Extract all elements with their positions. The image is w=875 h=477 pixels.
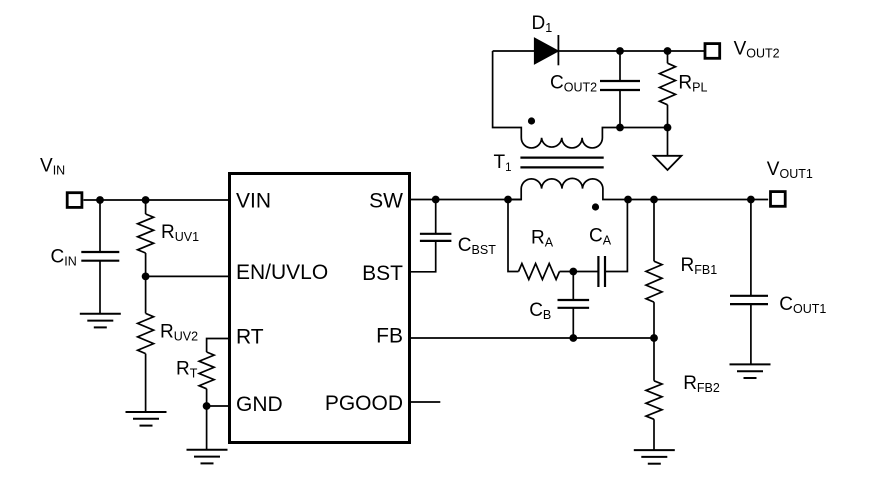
svg-text:GND: GND <box>236 393 283 416</box>
svg-text:RT: RT <box>176 359 198 381</box>
svg-text:RT: RT <box>236 326 264 349</box>
svg-text:SW: SW <box>369 190 403 213</box>
svg-text:CIN: CIN <box>51 247 77 269</box>
svg-text:RA: RA <box>531 227 554 249</box>
svg-text:BST: BST <box>362 262 403 285</box>
svg-text:CBST: CBST <box>458 235 496 257</box>
svg-text:D1: D1 <box>532 13 553 35</box>
svg-text:CA: CA <box>589 226 612 248</box>
svg-text:VOUT1: VOUT1 <box>767 159 813 181</box>
svg-text:RFB1: RFB1 <box>681 255 718 277</box>
svg-text:PGOOD: PGOOD <box>325 392 403 415</box>
svg-text:COUT1: COUT1 <box>779 294 826 316</box>
svg-text:CB: CB <box>529 300 551 322</box>
svg-text:VIN: VIN <box>236 190 271 213</box>
svg-text:VOUT2: VOUT2 <box>734 39 780 61</box>
svg-text:FB: FB <box>376 325 403 348</box>
svg-text:RFB2: RFB2 <box>683 373 720 395</box>
svg-text:RUV1: RUV1 <box>161 222 199 244</box>
svg-text:RUV2: RUV2 <box>160 322 198 344</box>
svg-text:EN/UVLO: EN/UVLO <box>236 261 328 284</box>
svg-text:VIN: VIN <box>40 156 65 178</box>
svg-text:T1: T1 <box>494 152 512 174</box>
svg-text:COUT2: COUT2 <box>550 73 597 95</box>
svg-text:RPL: RPL <box>678 73 707 95</box>
